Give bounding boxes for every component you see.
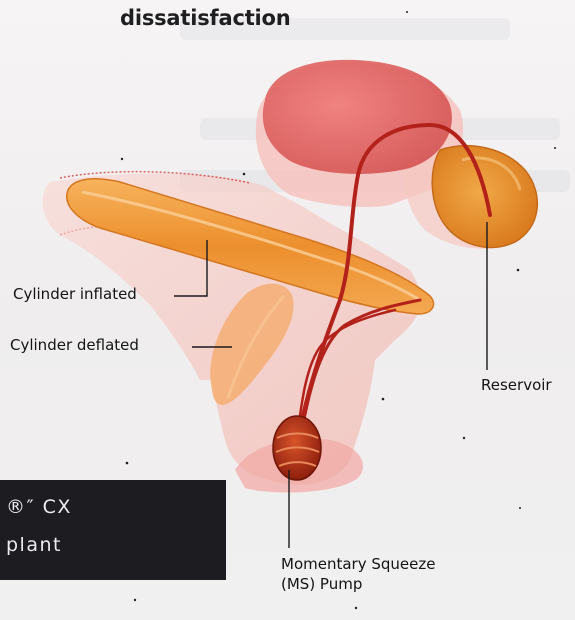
bladder bbox=[263, 60, 452, 174]
label-pump: Momentary Squeeze (MS) Pump bbox=[281, 554, 451, 594]
label-cylinder-inflated: Cylinder inflated bbox=[13, 284, 137, 304]
label-reservoir: Reservoir bbox=[481, 375, 552, 395]
product-banner bbox=[0, 480, 226, 580]
product-banner-line2: plant bbox=[6, 534, 62, 556]
label-cylinder-deflated: Cylinder deflated bbox=[10, 335, 139, 355]
ms-pump bbox=[273, 416, 321, 480]
product-banner-line1: ®″ CX bbox=[6, 496, 72, 518]
